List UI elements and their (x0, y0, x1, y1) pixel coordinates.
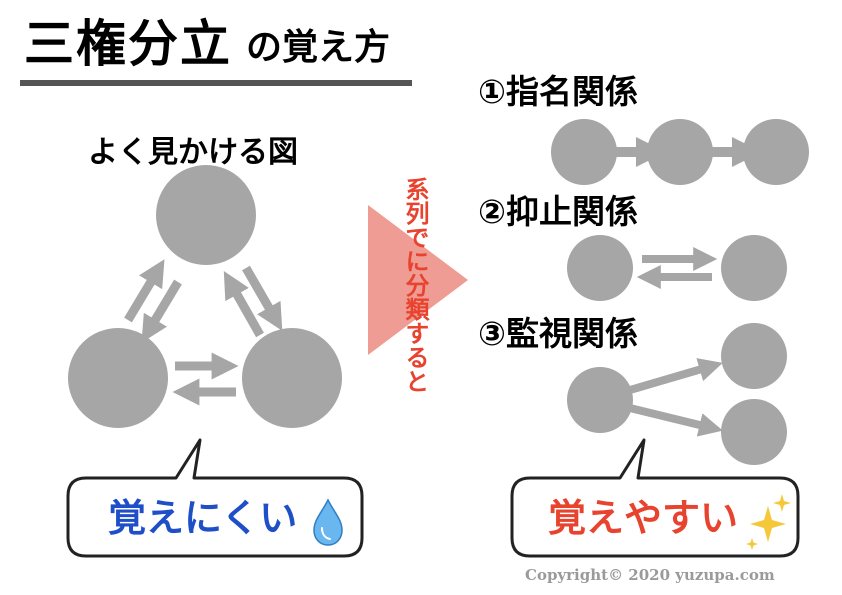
section-oversight-number: ③ (478, 314, 506, 353)
arrow-left-down (141, 279, 182, 343)
nomination-node-2 (647, 119, 713, 185)
page-subtitle: の覚え方 (246, 27, 391, 68)
check-diagram (567, 235, 787, 301)
arrow-right-down (242, 265, 283, 331)
copyright-text: Copyright© 2020 yuzupa.com (525, 566, 775, 584)
oversight-diagram (567, 323, 787, 465)
check-node-left (567, 235, 633, 301)
hard-speech-bubble (66, 438, 364, 558)
section-check-label: 抑止関係 (505, 192, 638, 231)
check-node-right (721, 235, 787, 301)
easy-speech-bubble (510, 438, 800, 558)
arrow-right-up (223, 271, 264, 338)
nomination-node-1 (551, 119, 617, 185)
nomination-node-3 (743, 119, 809, 185)
nomination-diagram (551, 119, 809, 185)
transition-text: 系列でに分類すると (401, 177, 429, 393)
title-underline (20, 80, 412, 86)
section-check-number: ② (478, 192, 506, 231)
oversight-node-bottom (721, 399, 787, 465)
common-diagram (68, 165, 342, 428)
common-diagram-caption: よく見かける図 (88, 135, 298, 170)
node-bottom-right (242, 328, 342, 428)
section-nomination-number: ① (478, 72, 506, 111)
arrow-left-up (124, 259, 165, 323)
section-nomination-heading: ①指名関係 (478, 72, 638, 112)
water-drop-icon (313, 498, 343, 546)
page-title: 三権分立 (24, 15, 232, 73)
hard-bubble-text: 覚えにくい (108, 496, 298, 540)
section-check-heading: ②抑止関係 (478, 192, 638, 232)
oversight-node-source (567, 367, 633, 433)
sparkles-icon (746, 494, 791, 550)
node-bottom-left (68, 328, 168, 428)
oversight-node-top (721, 323, 787, 389)
easy-bubble-text: 覚えやすい (548, 496, 739, 540)
section-nomination-label: 指名関係 (505, 72, 638, 111)
section-oversight-heading: ③監視関係 (478, 314, 638, 354)
section-oversight-label: 監視関係 (505, 314, 638, 353)
node-top (156, 165, 256, 265)
transition-arrow (368, 205, 468, 355)
